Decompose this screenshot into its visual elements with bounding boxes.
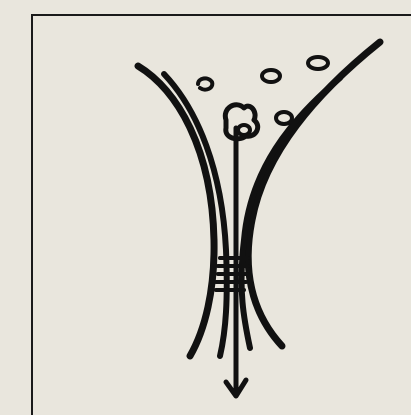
bubble (238, 125, 250, 135)
bubble (276, 112, 292, 124)
bubble (262, 70, 280, 82)
bubble (198, 78, 212, 89)
right-outer-curve (248, 42, 380, 346)
left-outer-curve (138, 66, 214, 356)
bubble (308, 57, 328, 69)
left-inner-curve (164, 74, 227, 356)
